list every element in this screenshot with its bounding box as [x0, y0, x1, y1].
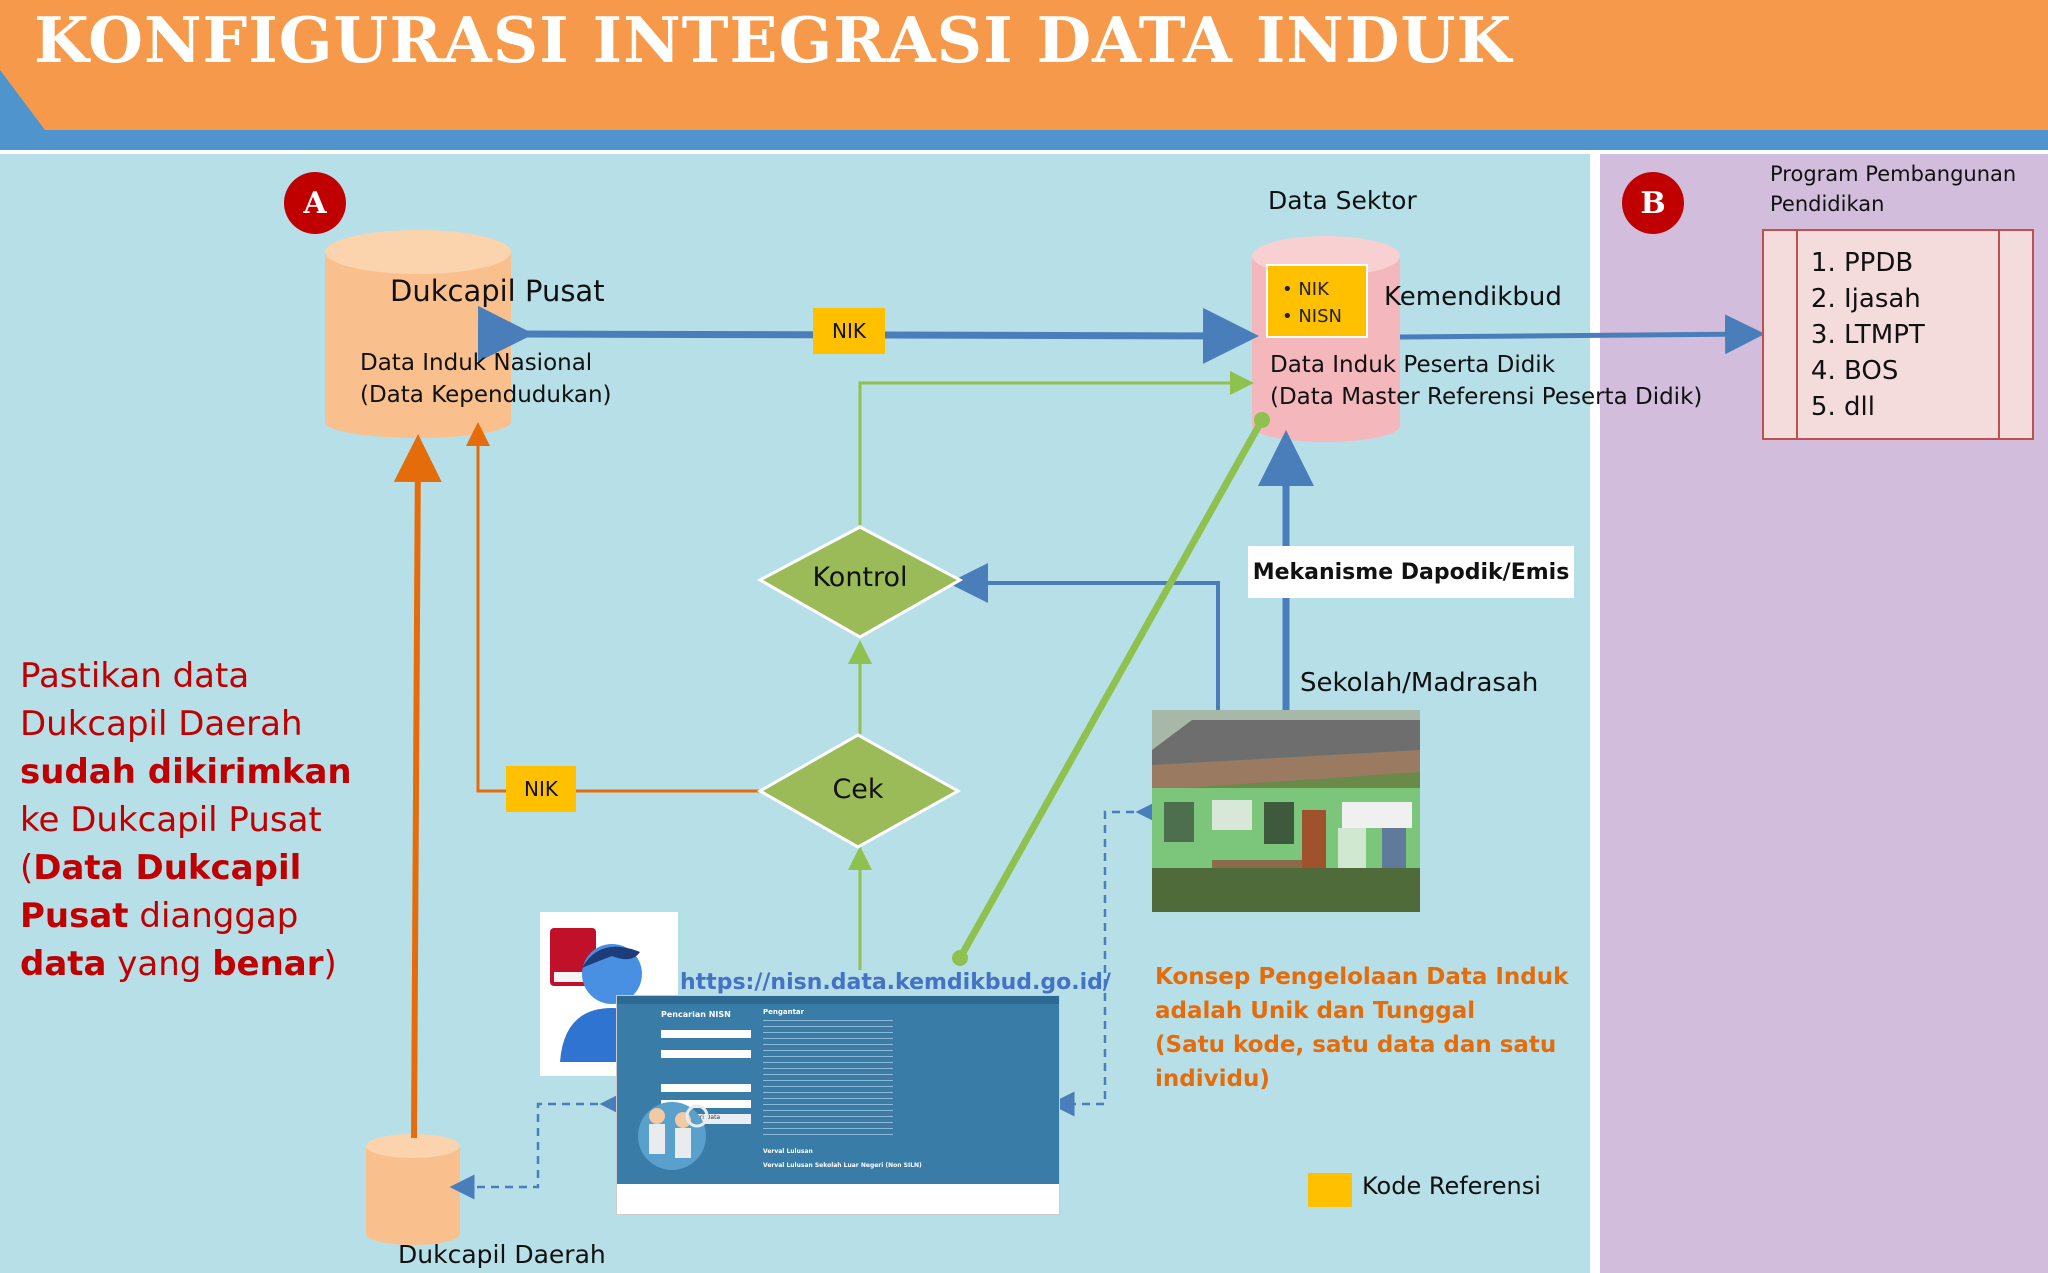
dukcapil-daerah-cylinder: [366, 1134, 460, 1245]
nik-tag-top: NIK: [813, 308, 885, 354]
dukcapil-daerah-label: Dukcapil Daerah: [398, 1240, 606, 1269]
red-note: Pastikan data Dukcapil Daerah sudah diki…: [20, 656, 352, 984]
nisn-url-link[interactable]: https://nisn.data.kemdikbud.go.id/: [680, 970, 1111, 995]
dukcapil-pusat-line2: (Data Kependudukan): [360, 382, 612, 408]
school-photo: [1152, 710, 1420, 912]
program-item: Ijasah: [1844, 281, 1925, 317]
cek-diamond: [756, 733, 962, 849]
program-title-line2: Pendidikan: [1770, 192, 1885, 216]
header-bar: [0, 0, 2048, 130]
legend-label: Kode Referensi: [1362, 1172, 1541, 1200]
data-sektor-line2: (Data Master Referensi Peserta Didik): [1270, 384, 1703, 410]
kontrol-label: Kontrol: [812, 562, 908, 593]
dukcapil-pusat-line1: Data Induk Nasional: [360, 350, 593, 376]
nik-tag-left: NIK: [506, 766, 576, 812]
program-item: BOS: [1844, 353, 1925, 389]
program-item: LTMPT: [1844, 317, 1925, 353]
page-title: KONFIGURASI INTEGRASI DATA INDUK: [34, 3, 1513, 77]
mechanism-label: Mekanisme Dapodik/Emis: [1248, 546, 1574, 598]
badge-a: A: [284, 172, 346, 234]
nisn-website-screenshot: Pencarian NISN Cari Data Pengantar Verva…: [616, 995, 1060, 1215]
badge-b: B: [1622, 172, 1684, 234]
program-item: dll: [1844, 389, 1925, 425]
data-sektor-line1: Data Induk Peserta Didik: [1270, 352, 1556, 378]
kemendikbud-label: Kemendikbud: [1384, 282, 1562, 312]
kontrol-diamond: [756, 525, 964, 639]
legend-swatch: [1308, 1173, 1352, 1207]
code-item-nisn: • NISN: [1282, 306, 1343, 327]
orange-note: Konsep Pengelolaan Data Induk adalah Uni…: [1155, 964, 1569, 1092]
program-list: PPDB Ijasah LTMPT BOS dll: [1762, 229, 2034, 440]
program-item: PPDB: [1844, 245, 1925, 281]
program-title-line1: Program Pembangunan: [1770, 162, 2017, 186]
data-sektor-label: Data Sektor: [1268, 186, 1417, 215]
sekolah-label: Sekolah/Madrasah: [1300, 668, 1539, 698]
dukcapil-pusat-title: Dukcapil Pusat: [390, 274, 605, 308]
cek-label: Cek: [832, 774, 884, 805]
reference-code-box: • NIK • NISN: [1266, 264, 1368, 338]
header-accent-line: [0, 130, 2048, 150]
code-item-nik: • NIK: [1282, 279, 1329, 300]
